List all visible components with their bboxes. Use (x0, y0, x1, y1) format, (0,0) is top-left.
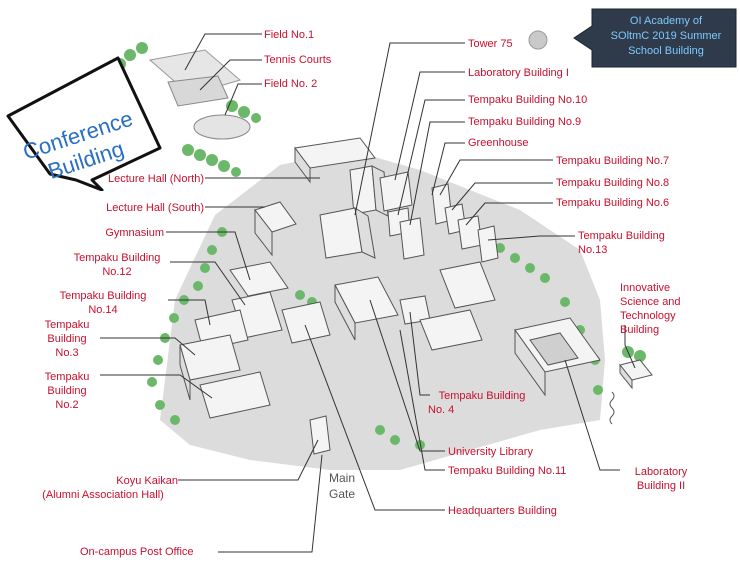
label-tb9: Tempaku Building No.9 (468, 116, 582, 128)
conference-building-sign: Conference Building (0, 56, 175, 192)
leader-lines (100, 33, 636, 553)
label-lab-building-2: Laboratory Building II (622, 465, 700, 493)
tb9-block (399, 217, 425, 260)
lab-building-1-block (379, 171, 413, 212)
label-tb3-line3: No.3 (55, 347, 79, 359)
label-tb3: Tempaku Building No.3 (36, 318, 98, 360)
label-tb11: Tempaku Building No.11 (448, 465, 567, 477)
buildings (179, 137, 653, 455)
label-greenhouse: Greenhouse (468, 137, 529, 149)
label-innov-line3: Technology (620, 310, 676, 322)
label-tb3-line2: Building (47, 333, 87, 345)
conference-sign-shape (6, 56, 162, 192)
label-tb13: Tempaku Building No.13 (578, 229, 665, 257)
label-koyu-line2: (Alumni Association Hall) (42, 489, 164, 501)
label-innov-line2: Science and (620, 296, 681, 308)
label-innov-line4: Building (620, 324, 660, 336)
label-field-no-2: Field No. 2 (264, 78, 318, 90)
label-tennis-courts: Tennis Courts (264, 54, 332, 66)
label-lab-building-1: Laboratory Building I (468, 67, 569, 79)
gymnasium-block (229, 261, 289, 297)
label-lecture-hall-south: Lecture Hall (South) (106, 202, 204, 214)
callout-text: OI Academy of SOltmC 2019 Summer School … (598, 14, 734, 59)
label-tb4-line1: Tempaku Building (438, 390, 526, 402)
callout-shape (573, 8, 737, 68)
label-gymnasium: Gymnasium (105, 227, 164, 239)
tb2-block (199, 371, 271, 419)
label-tb12: Tempaku Building No.12 (66, 251, 168, 279)
tb13-block (477, 225, 499, 263)
label-main-gate: Main Gate (322, 470, 362, 502)
label-tb2: Tempaku Building No.2 (36, 370, 98, 412)
label-tb12-line2: No.12 (102, 266, 132, 278)
label-tb2-line2: Building (47, 385, 87, 397)
label-gate-line2: Gate (328, 487, 355, 501)
label-innov-line1: Innovative (620, 282, 671, 294)
label-gate-line1: Main (328, 471, 355, 485)
tb11-block (419, 309, 483, 351)
label-tb4-line2: No. 4 (428, 404, 455, 416)
field-no-2 (193, 114, 251, 140)
label-tb3-line1: Tempaku (44, 319, 90, 331)
callout-line1: OI Academy of (629, 15, 703, 27)
label-tower-75: Tower 75 (468, 38, 513, 50)
label-field-no-1: Field No.1 (264, 29, 315, 41)
label-tb13-line1: Tempaku Building (578, 230, 665, 242)
label-innovative-building: Innovative Science and Technology Buildi… (620, 281, 681, 337)
callout-line3: School Building (628, 45, 704, 57)
label-tb12-line1: Tempaku Building (73, 252, 161, 264)
tower-75-marker (528, 30, 548, 50)
tennis-courts (167, 75, 229, 107)
label-lab2-line2: Building II (636, 480, 686, 492)
label-post-office: On-campus Post Office (80, 546, 194, 558)
label-koyu-kaikan: Koyu Kaikan (Alumni Association Hall) (28, 474, 178, 502)
label-tb14: Tempaku Building No.14 (40, 289, 166, 317)
label-tb14-line1: Tempaku Building (59, 290, 147, 302)
long-east-block (439, 261, 496, 309)
label-tb14-line2: No.14 (88, 304, 118, 316)
hq-block (281, 301, 331, 344)
label-headquarters-building: Headquarters Building (448, 505, 557, 517)
label-tb2-line3: No.2 (55, 399, 79, 411)
label-university-library: University Library (448, 446, 533, 458)
label-lecture-hall-north: Lecture Hall (North) (108, 173, 204, 185)
label-tb7: Tempaku Building No.7 (556, 155, 670, 167)
label-koyu-line1: Koyu Kaikan (116, 475, 178, 487)
label-tb10: Tempaku Building No.10 (468, 94, 588, 106)
label-tb6: Tempaku Building No.6 (556, 197, 670, 209)
label-tb2-line1: Tempaku (44, 371, 90, 383)
stream-line (609, 391, 615, 425)
label-lab2-line1: Laboratory (634, 466, 688, 478)
label-tb8: Tempaku Building No.8 (556, 177, 670, 189)
summer-school-callout: OI Academy of SOltmC 2019 Summer School … (572, 8, 738, 68)
koyu-kaikan-block (309, 415, 331, 455)
callout-line2: SOltmC 2019 Summer (610, 30, 722, 42)
label-tb4: Tempaku Building No. 4 (428, 389, 536, 417)
label-tb13-line2: No.13 (578, 244, 608, 256)
